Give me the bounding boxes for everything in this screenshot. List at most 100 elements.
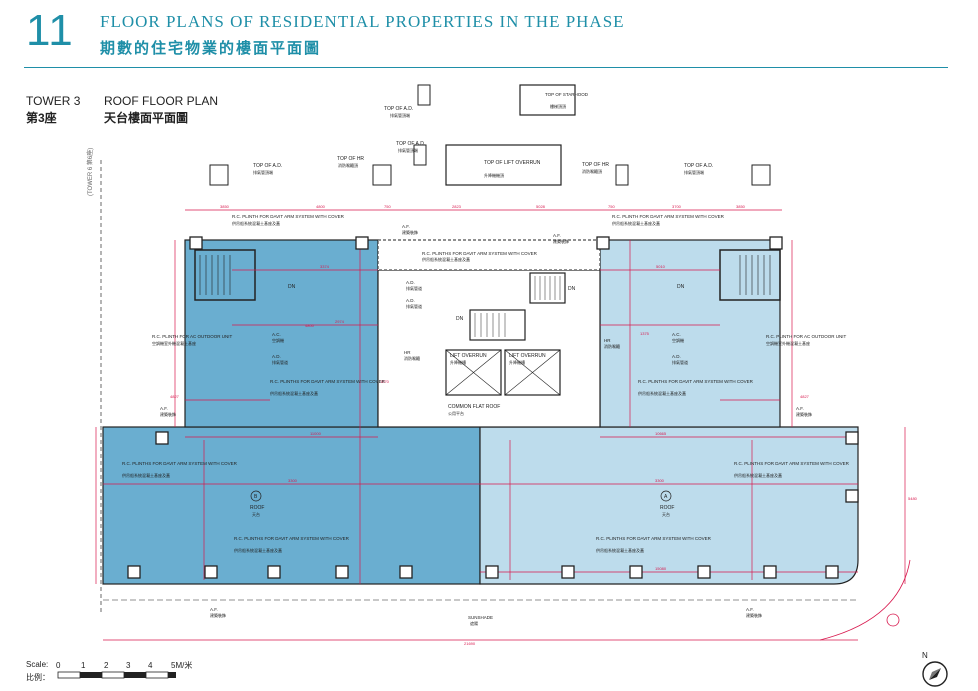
dim-5: 5010 [656,264,666,269]
ad-left: A.D. [272,354,281,359]
af-bottom-right-zh: 建築裝飾 [746,612,762,618]
roof-right-label: ROOF [660,505,674,511]
top-ad-1-zh: 排氣管頂端 [390,112,410,118]
lift-overrun-1: LIFT OVERRUN [450,353,487,359]
page-title-zh: 期數的住宅物業的樓面平面圖 [100,40,322,57]
dim-8: 4827 [800,394,810,399]
scale-bar: 0 1 2 3 4 5M/米 [56,660,192,679]
section-number: 11 [26,6,74,55]
plinths-bottom-left: R.C. PLINTHS FOR DAVIT ARM SYSTEM WITH C… [234,536,350,541]
scale-tick-3: 3 [126,661,131,670]
north-arrow-icon: N [922,651,948,687]
plinths-lower-left: R.C. PLINTHS FOR DAVIT ARM SYSTEM WITH C… [122,461,238,466]
plinth-ac-right-zh: 空調機室外機混凝土基座 [766,340,810,346]
plinth-left-top: R.C. PLINTH FOR DAVIT ARM SYSTEM WITH CO… [232,214,345,219]
unit-b-marker: B [254,494,258,500]
af-left-zh: 建築裝飾 [402,229,418,235]
plinth-ac-left: R.C. PLINTH FOR AC OUTDOOR UNIT [152,334,233,339]
plinth-left-top-zh: 供吊船系統混凝土基座及蓋 [232,220,280,226]
dim-top-5: 5028 [536,204,546,209]
roof-unit-b [102,426,481,585]
af-bottom-left: A.F. [210,607,218,612]
sunshade-label-zh: 遮陽 [470,620,478,626]
roof-left-label: ROOF [250,505,264,511]
dim-12: 21690 [464,641,476,646]
plinths-left-mid-zh: 供吊船系統混凝土基座及蓋 [270,390,318,396]
plinths-lower-right: R.C. PLINTHS FOR DAVIT ARM SYSTEM WITH C… [734,461,850,466]
tower-label-en: TOWER 3 [26,94,81,108]
af-mid-right-zh: 建築裝飾 [796,411,812,417]
plinths-bottom-right: R.C. PLINTHS FOR DAVIT ARM SYSTEM WITH C… [596,536,712,541]
top-lift-overrun-zh: 升降機機頂 [484,172,504,178]
ad-c1-zh: 排氣管道 [406,285,422,291]
dim-7: 4827 [170,394,180,399]
af-mid-left-zh: 建築裝飾 [160,411,176,417]
plinths-lower-right-zh: 供吊船系統混凝土基座及蓋 [734,472,782,478]
top-hr-right-zh: 消防喉轆頂 [582,168,602,174]
top-ad-right-zh: 排氣管頂端 [684,169,704,175]
af-center-zh: 建築裝飾 [553,238,569,244]
scale-tick-1: 1 [81,661,86,670]
plinth-right-top: R.C. PLINTH FOR DAVIT ARM SYSTEM WITH CO… [612,214,725,219]
ac-right-zh: 空調機 [672,337,684,343]
ac-left-zh: 空調機 [272,337,284,343]
plinths-right-mid-zh: 供吊船系統混凝土基座及蓋 [638,390,686,396]
top-ad-1: TOP OF A.D. [384,106,413,112]
dim-top-2: 4800 [316,204,326,209]
top-lift-overrun: TOP OF LIFT OVERRUN [484,160,541,166]
top-ad-2-zh: 排氣管頂端 [398,147,418,153]
common-flat-roof: COMMON FLAT ROOF [448,404,500,410]
plinths-left-mid: R.C. PLINTHS FOR DAVIT ARM SYSTEM WITH C… [270,379,386,384]
ad-c1: A.D. [406,280,415,285]
dim-11: 15080 [655,566,667,571]
af-bottom-right: A.F. [746,607,754,612]
hr-c: HR [404,350,411,355]
lift-overrun-2-zh: 升降機槽 [509,359,525,365]
roof-unit-a [479,426,859,585]
dim-1: 3374 [320,264,330,269]
plinth-ac-right: R.C. PLINTH FOR AC OUTDOOR UNIT [766,334,847,339]
ac-right: A.C. [672,332,681,337]
lift-overrun-2: LIFT OVERRUN [509,353,546,359]
top-ad-left-zh: 排氣管頂端 [253,169,273,175]
af-mid-right: A.F. [796,406,804,411]
dn-label-1: DN [288,284,296,290]
side-tower-label: (TOWER 6 第6座) [86,148,94,196]
dn-label-2: DN [568,286,576,292]
scale-tick-2: 2 [104,661,109,670]
top-hr-left-zh: 消防喉轆頂 [338,162,358,168]
dim-top-7: 3700 [672,204,682,209]
dim-6: 1375 [640,331,650,336]
plinth-center-zh: 供吊船系統混凝土基座及蓋 [422,256,470,262]
dim-10: 10665 [655,431,667,436]
ad-left-zh: 排氣管道 [272,359,288,365]
af-left: A.F. [402,224,410,229]
dim-13: 5480 [908,496,918,501]
unit-a-marker: A [664,494,668,500]
dim-2: 2974 [335,319,345,324]
dim-top-4: 2823 [452,204,462,209]
hr-right: HR [604,338,611,343]
plinths-right-mid: R.C. PLINTHS FOR DAVIT ARM SYSTEM WITH C… [638,379,754,384]
ad-right: A.D. [672,354,681,359]
tower-label-zh: 第3座 [26,111,57,125]
ac-left: A.C. [272,332,281,337]
ad-c2: A.D. [406,298,415,303]
top-ad-2: TOP OF A.D. [396,141,425,147]
af-bottom-left-zh: 建築裝飾 [210,612,226,618]
scale-tick-0: 0 [56,661,61,670]
scale-tick-5: 5M/米 [171,660,192,670]
common-flat-roof-zh: 公用平台 [448,410,464,416]
wing-left [184,239,379,428]
dn-label-3: DN [456,316,464,322]
dim-top-8: 3850 [736,204,746,209]
plan-label-zh: 天台樓面平面圖 [104,111,189,125]
top-hr-right: TOP OF HR [582,162,609,168]
plinths-bottom-left-zh: 供吊船系統混凝土基座及蓋 [234,547,282,553]
af-mid-left: A.F. [160,406,168,411]
scale-tick-4: 4 [148,661,153,670]
plinths-lower-left-zh: 供吊船系統混凝土基座及蓋 [122,472,170,478]
hr-c-zh: 消防喉轆 [404,355,420,361]
dim-9: 11000 [310,431,322,436]
